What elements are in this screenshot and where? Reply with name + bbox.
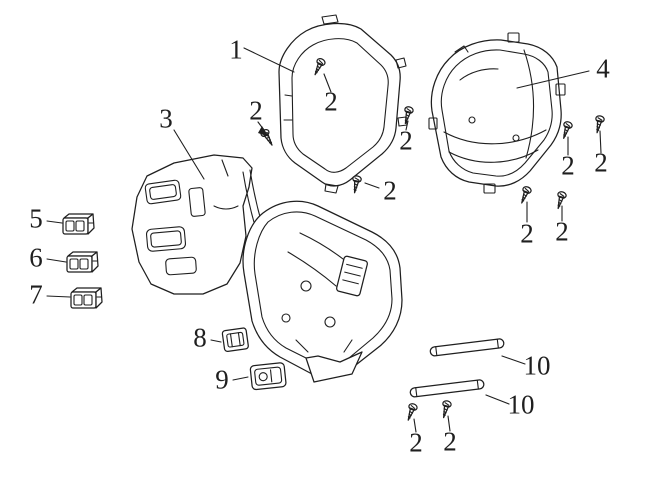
part-switch-6 <box>66 251 99 273</box>
callout-2-4: 2 <box>383 175 397 206</box>
callout-2-1: 2 <box>249 95 263 126</box>
callout-3: 3 <box>159 103 173 134</box>
callout-4: 4 <box>596 53 610 84</box>
part-switch-8 <box>221 327 249 353</box>
callout-8: 8 <box>193 322 207 353</box>
leader-lines <box>46 47 602 433</box>
part-switch-5 <box>62 213 95 235</box>
callout-2-7: 2 <box>520 218 534 249</box>
callout-2-5: 2 <box>561 150 575 181</box>
part-switch-9 <box>249 362 287 391</box>
part-rod-upper <box>429 338 505 357</box>
callout-2-9: 2 <box>409 427 423 458</box>
callout-9: 9 <box>215 364 229 395</box>
callout-2-8: 2 <box>555 216 569 247</box>
callout-2-6: 2 <box>594 147 608 178</box>
part-rod-lower <box>409 379 485 398</box>
callout-2-10: 2 <box>443 426 457 457</box>
callout-10-1: 10 <box>523 350 551 381</box>
callout-10-2: 10 <box>507 389 535 420</box>
part-center-shell <box>242 200 403 383</box>
callout-1: 1 <box>229 34 243 65</box>
callout-6: 6 <box>29 242 43 273</box>
callout-2-2: 2 <box>324 86 338 117</box>
callout-5: 5 <box>29 203 43 234</box>
callout-7: 7 <box>29 279 43 310</box>
part-switch-7 <box>70 287 103 309</box>
part-instrument-bezel <box>278 14 408 194</box>
callout-2-3: 2 <box>399 125 413 156</box>
part-headlight-housing <box>428 32 566 194</box>
